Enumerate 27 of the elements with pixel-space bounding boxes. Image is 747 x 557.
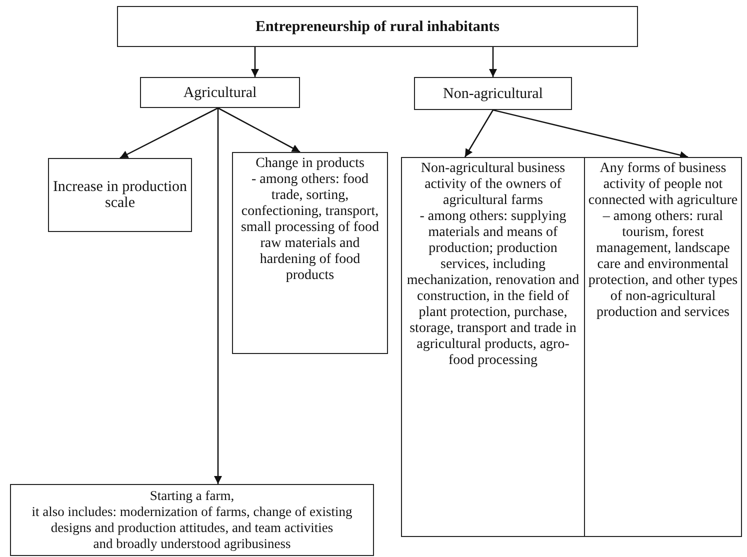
node-text: – among others: rural tourism, forest management, landscape care and environmental protection, and other types of non-agricultural production and services: [588, 209, 738, 321]
category-box: [48, 158, 192, 232]
category-box: [232, 152, 388, 354]
node-text: - among others: supplying materials and means of production; production services, including mechanization, renovation and construction, in the field of plant protection, purchase, storage, transport and trade in agricultural products, agro-food processing: [406, 209, 580, 369]
node-text: - among others: food trade, sorting, confectioning, transport, small processing of food raw materials and hardening of food products: [240, 172, 380, 284]
arrow: [464, 110, 494, 158]
arrow: [492, 109, 688, 160]
node-heading: Non-agricultural: [443, 86, 543, 102]
node-heading: Non-agricultural business activity of the owners of agricultural farms: [420, 161, 566, 209]
node-heading: Starting a farm,: [150, 488, 234, 504]
node-heading: Any forms of business activity of people not connected with agriculture: [588, 161, 738, 209]
category-box: [401, 157, 585, 537]
category-box: [584, 157, 742, 537]
title-box: [117, 6, 638, 47]
category-box: [140, 77, 300, 108]
arrow: [251, 47, 259, 77]
node-heading: Entrepreneurship of rural inhabitants: [255, 18, 500, 34]
arrow: [120, 107, 218, 159]
category-box: [10, 484, 374, 556]
node-heading: Agricultural: [183, 84, 257, 100]
arrow: [489, 47, 497, 77]
node-heading: Increase in production scale: [52, 179, 188, 211]
arrow: [218, 107, 300, 153]
node-text: and broadly understood agribusiness: [93, 536, 291, 552]
category-box: [414, 77, 572, 110]
arrow: [214, 108, 222, 484]
node-heading: Change in products: [256, 156, 364, 172]
